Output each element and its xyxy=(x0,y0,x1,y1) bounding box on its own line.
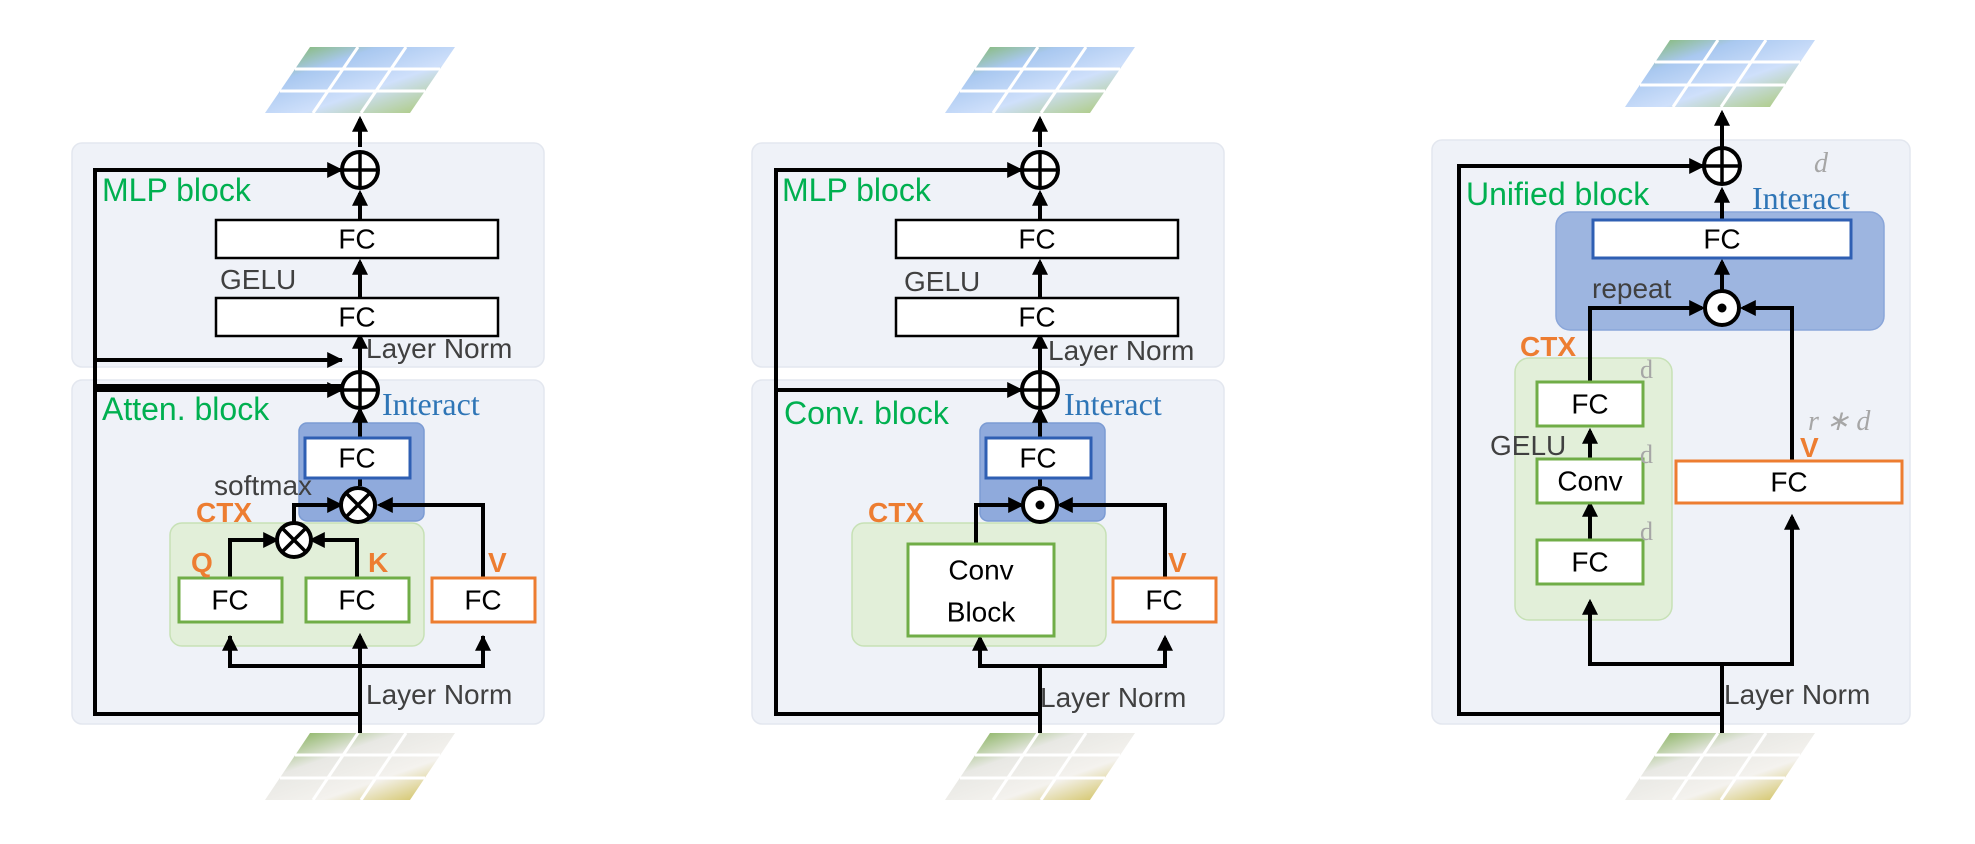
interact-fc xyxy=(984,436,1093,480)
ctx-fc-lower xyxy=(1535,538,1645,586)
interact-fc-label: FC xyxy=(1703,224,1740,255)
v-dim-label: r ∗ d xyxy=(1808,406,1871,437)
sum-icon xyxy=(1702,146,1742,186)
dim-upper-label: d xyxy=(1640,355,1653,384)
dim-lower-label: d xyxy=(1640,517,1653,546)
lower-norm-label: Layer Norm xyxy=(366,679,512,710)
lower-norm-label: Layer Norm xyxy=(1040,682,1186,713)
v-fc xyxy=(1111,576,1218,624)
interact-label: Interact xyxy=(1752,180,1850,216)
multiply-icon xyxy=(275,521,313,559)
mlp-fc-bottom-label: FC xyxy=(338,302,375,333)
k-label: K xyxy=(368,547,388,578)
interact-label: Interact xyxy=(1064,386,1162,422)
q-fc xyxy=(177,576,284,624)
ctx-label: CTX xyxy=(196,497,252,528)
interact-fc xyxy=(1591,218,1853,260)
gelu-label: GELU xyxy=(1490,430,1566,461)
interact-fc-label: FC xyxy=(1019,443,1056,474)
image-patch-grid-icon xyxy=(265,732,455,801)
ctx-conv xyxy=(1535,457,1645,505)
v-label: V xyxy=(1800,432,1819,463)
dot-product-icon xyxy=(1703,289,1741,327)
gelu-label: GELU xyxy=(220,264,296,295)
mlp-fc-bottom xyxy=(214,296,500,338)
mlp-fc-bottom xyxy=(894,296,1180,338)
ctx-label: CTX xyxy=(1520,331,1576,362)
v-fc-label: FC xyxy=(1770,467,1807,498)
mlp-fc-top-label: FC xyxy=(338,224,375,255)
image-patch-grid-icon xyxy=(1625,39,1815,108)
v-label: V xyxy=(1168,547,1187,578)
panel-convolution: FC FC FC Conv Block FC MLP block GELU La… xyxy=(751,46,1225,801)
k-fc xyxy=(304,576,411,624)
wires xyxy=(774,115,1173,734)
mlp-fc-top xyxy=(894,218,1180,260)
dot-product-icon xyxy=(1021,486,1059,524)
panel-unified: FC FC Conv FC FC Unified block Interact … xyxy=(1431,39,1911,801)
attention-block-title: Atten. block xyxy=(102,391,270,427)
conv-block-box xyxy=(906,542,1056,638)
v-fc-label: FC xyxy=(1145,585,1182,616)
ctx-fc-upper-label: FC xyxy=(1571,389,1608,420)
conv-block-line1: Conv xyxy=(948,555,1013,586)
multiply-icon xyxy=(339,486,377,524)
norm-label: Layer Norm xyxy=(1724,679,1870,710)
image-patch-grid-icon xyxy=(945,46,1135,114)
upper-norm-label: Layer Norm xyxy=(1048,335,1194,366)
image-patch-grid-icon xyxy=(265,46,455,114)
conv-block-title: Conv. block xyxy=(784,395,950,431)
ctx-label: CTX xyxy=(868,497,924,528)
mlp-block-title: MLP block xyxy=(102,172,252,208)
repeat-label: repeat xyxy=(1592,273,1672,304)
interact-fc xyxy=(303,436,412,480)
sum-icon xyxy=(1020,150,1060,190)
wires xyxy=(1457,109,1800,736)
dim-conv-label: d xyxy=(1640,440,1653,469)
ctx-conv-label: Conv xyxy=(1557,466,1622,497)
image-patch-grid-icon xyxy=(1625,732,1815,801)
v-fc xyxy=(430,576,537,624)
v-fc xyxy=(1674,459,1904,505)
mlp-fc-bottom-label: FC xyxy=(1018,302,1055,333)
softmax-label: softmax xyxy=(214,470,312,501)
sum-icon xyxy=(340,150,380,190)
mlp-fc-top xyxy=(214,218,500,260)
panel-attention: FC FC FC FC FC FC MLP block GELU Layer N… xyxy=(71,46,545,801)
image-patch-grid-icon xyxy=(945,732,1135,801)
k-fc-label: FC xyxy=(338,585,375,616)
q-fc-label: FC xyxy=(211,585,248,616)
interact-fc-label: FC xyxy=(338,443,375,474)
gelu-label: GELU xyxy=(904,266,980,297)
sum-icon xyxy=(340,370,380,410)
dim-top-label: d xyxy=(1814,148,1829,179)
upper-norm-label: Layer Norm xyxy=(366,333,512,364)
wires xyxy=(93,115,491,734)
ctx-fc-upper xyxy=(1535,380,1645,428)
interact-label: Interact xyxy=(382,386,480,422)
ctx-fc-lower-label: FC xyxy=(1571,547,1608,578)
sum-icon xyxy=(1020,370,1060,410)
v-label: V xyxy=(488,547,507,578)
conv-block-line2: Block xyxy=(947,597,1016,628)
mlp-block-title: MLP block xyxy=(782,172,932,208)
v-fc-label: FC xyxy=(464,585,501,616)
mlp-fc-top-label: FC xyxy=(1018,224,1055,255)
q-label: Q xyxy=(191,547,213,578)
unified-block-title: Unified block xyxy=(1466,176,1650,212)
